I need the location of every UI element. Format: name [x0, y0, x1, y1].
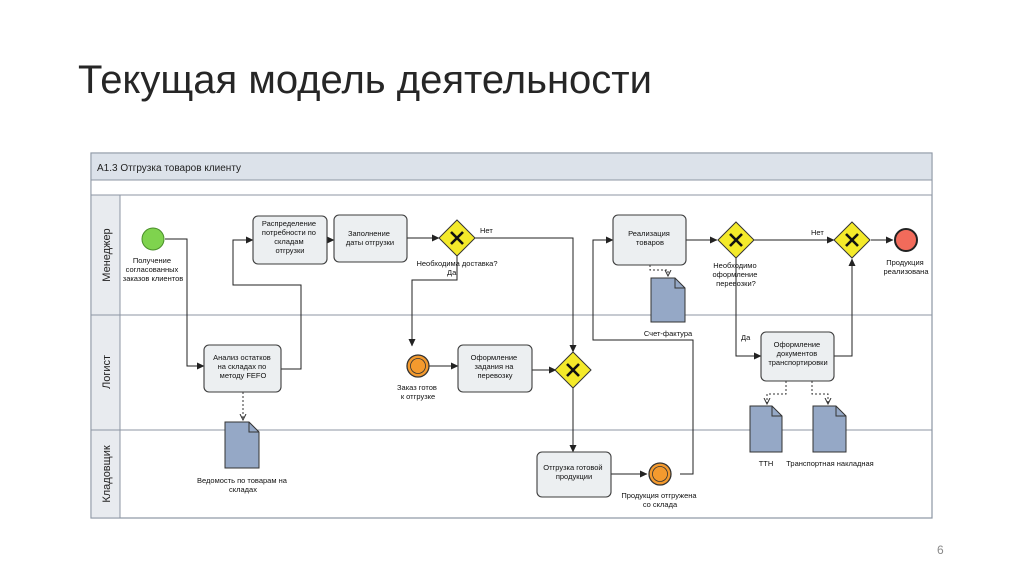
- task-shipment-line1: Отгрузка готовой: [543, 463, 602, 472]
- ttn-label: ТТН: [759, 459, 774, 468]
- page-number: 6: [937, 543, 944, 557]
- assoc-documents-waybill: [811, 381, 828, 404]
- lane-header-logist: [90, 314, 121, 431]
- flow-label-no1: Нет: [480, 226, 493, 235]
- start-event-icon[interactable]: [141, 227, 165, 251]
- gateway-merge-logist-icon[interactable]: [554, 351, 592, 389]
- flow-shipped-to-realization: [592, 236, 694, 475]
- sequence-flows: [165, 234, 894, 478]
- waybill-label: Транспортная накладная: [786, 459, 874, 468]
- svg-text:Распределение потребно: Распределение потребности по складам отг…: [262, 219, 318, 255]
- lanes: Менеджер Логист Кладовщик: [90, 194, 933, 519]
- task-shipment[interactable]: Отгрузка готовой продукции: [536, 451, 612, 498]
- task-distribute[interactable]: Распределение потребности по складам отг…: [252, 215, 328, 265]
- gateway-delivery-icon[interactable]: [438, 219, 476, 257]
- gateway-delivery-label: Необходима доставка?: [416, 259, 497, 268]
- waybill-document-icon[interactable]: [812, 405, 847, 453]
- events: Получение согласованных заказов клиентов…: [123, 227, 930, 509]
- flow-label-yes1: Да: [447, 268, 457, 277]
- task-realization-line1: Реализация: [628, 229, 670, 238]
- task-assignment-line1: Оформление: [471, 353, 518, 362]
- task-analysis-line2: на складах по: [218, 362, 267, 371]
- shipped-event-label: Продукция отгружена со склада: [621, 491, 698, 509]
- task-analysis-line1: Анализ остатков: [213, 353, 271, 362]
- task-documents-line2: документов: [777, 349, 818, 358]
- lane-label-manager: Менеджер: [101, 228, 113, 281]
- task-distribute-line3: складам: [274, 237, 303, 246]
- stock-sheet-label: Ведомость по товарам на складах: [197, 476, 289, 494]
- svg-text:Реализация товаров: Реализация товаров: [628, 229, 672, 247]
- pool-header: [90, 152, 933, 181]
- associations: [243, 265, 828, 420]
- gateways: Необходима доставка? Необходимо оформлен…: [416, 219, 871, 389]
- task-realization-line2: товаров: [636, 238, 664, 247]
- gateway-transport-label: Необходимо оформление перевозки?: [713, 261, 760, 288]
- task-fill-date-line1: Заполнение: [348, 229, 390, 238]
- pool-title: А1.3 Отгрузка товаров клиенту: [97, 163, 241, 174]
- flow-start-to-analysis: [165, 238, 205, 370]
- order-ready-event-label: Заказ готов к отгрузке: [397, 383, 439, 401]
- lane-header-manager: [90, 194, 121, 316]
- svg-text:Оформление документов: Оформление документов транспортировки: [768, 340, 827, 367]
- lane-label-logist: Логист: [101, 355, 113, 389]
- gateway-transport-icon[interactable]: [717, 221, 755, 259]
- task-documents-line1: Оформление: [774, 340, 821, 349]
- flow-gateway1-no: [475, 237, 577, 353]
- ttn-document-icon[interactable]: [749, 405, 783, 453]
- task-analysis[interactable]: Анализ остатков на складах по методу FEF…: [203, 344, 282, 393]
- flow-gateway1-yes: [408, 256, 458, 347]
- gateway-merge-final-icon[interactable]: [833, 221, 871, 259]
- task-realization[interactable]: Реализация товаров: [612, 214, 687, 266]
- end-event-icon[interactable]: [894, 228, 918, 252]
- task-distribute-line4: отгрузки: [276, 246, 305, 255]
- lane-header-storekeeper: [90, 429, 121, 519]
- task-analysis-line3: методу FEFO: [220, 371, 267, 380]
- task-shipment-line2: продукции: [556, 472, 592, 481]
- slide-title: Текущая модель деятельности: [78, 58, 652, 102]
- svg-text:Заполнение даты отгруз: Заполнение даты отгрузки: [346, 229, 394, 247]
- svg-text:Оформление задания на: Оформление задания на перевозку: [471, 353, 520, 380]
- svg-text:Анализ остатков на скл: Анализ остатков на складах по методу FEF…: [213, 353, 273, 380]
- end-event-label: Продукция реализована: [884, 258, 930, 276]
- task-distribute-line1: Распределение: [262, 219, 316, 228]
- task-documents-line3: транспортировки: [768, 358, 827, 367]
- data-objects: Счет-фактура Ведомость по товарам на скл…: [197, 277, 874, 494]
- stock-sheet-document-icon[interactable]: [224, 421, 260, 469]
- invoice-label: Счет-фактура: [644, 329, 693, 338]
- invoice-document-icon[interactable]: [650, 277, 686, 323]
- assoc-realization-invoice: [649, 265, 668, 276]
- task-assignment-line3: перевозку: [477, 371, 512, 380]
- task-assignment-line2: задания на: [474, 362, 514, 371]
- task-documents[interactable]: Оформление документов транспортировки: [760, 331, 835, 382]
- shipped-event-icon[interactable]: [648, 462, 672, 486]
- flow-gateway2-yes: [735, 258, 762, 360]
- flow-labels: Нет Да Нет Да: [447, 226, 824, 342]
- svg-text:Отгрузка готовой проду: Отгрузка готовой продукции: [543, 463, 604, 481]
- assoc-documents-ttn: [767, 381, 787, 404]
- start-event-label: Получение согласованных заказов клиентов: [123, 256, 184, 283]
- flow-documents-to-gateway4: [834, 258, 856, 357]
- task-fill-date[interactable]: Заполнение даты отгрузки: [333, 214, 408, 263]
- lane-label-storekeeper: Кладовщик: [101, 445, 113, 503]
- task-assignment[interactable]: Оформление задания на перевозку: [457, 344, 533, 393]
- tasks: Распределение потребности по складам отг…: [203, 214, 835, 498]
- flow-analysis-to-distribute: [232, 236, 302, 370]
- flow-label-yes2: Да: [741, 333, 751, 342]
- order-ready-event-icon[interactable]: [406, 354, 430, 378]
- flow-label-no2: Нет: [811, 228, 824, 237]
- task-fill-date-line2: даты отгрузки: [346, 238, 394, 247]
- task-distribute-line2: потребности по: [262, 228, 316, 237]
